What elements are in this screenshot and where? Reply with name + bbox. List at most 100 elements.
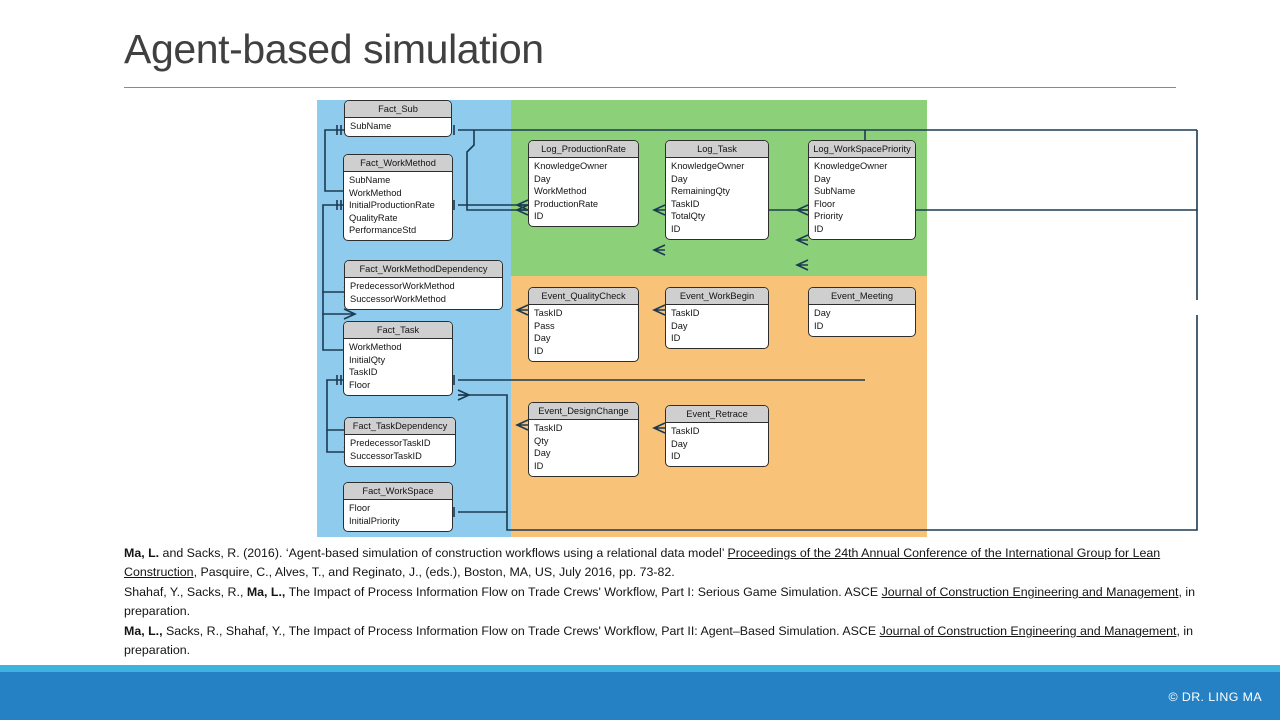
entity-field: Qty [534,435,549,446]
entity-field: Day [534,173,551,184]
entity-title-log_productionrate: Log_ProductionRate [529,141,638,159]
entity-field: InitialProductionRate [349,200,435,211]
entity-title-event_workbegin: Event_WorkBegin [666,288,768,306]
reference-text: Ma, L., [124,623,163,638]
reference-ref-3: Ma, L., Sacks, R., Shahaf, Y., The Impac… [124,622,1236,661]
entity-title-fact_workspace: Fact_WorkSpace [344,483,452,501]
entity-field: Day [671,320,688,331]
entity-field: Pass [534,320,555,331]
entity-field: Floor [349,379,371,390]
reference-text: , in preparation. [124,623,1193,658]
entity-field: Priority [814,211,843,222]
entity-field: KnowledgeOwner [814,161,888,172]
reference-journal-link[interactable]: Proceedings of the 24th Annual Conferenc… [124,546,1161,580]
entity-field: Day [814,173,831,184]
reference-journal-link[interactable]: Journal of Construction Engineering and … [881,584,1179,599]
entity-field: PerformanceStd [349,225,417,236]
entity-field: WorkMethod [349,342,402,353]
entity-field: PredecessorTaskID [350,438,431,449]
reference-journal-link[interactable]: Journal of Construction Engineering and … [879,623,1177,638]
reference-text: Ma, L., [246,584,286,599]
entity-field: SuccessorWorkMethod [350,293,446,304]
reference-text: The Impact of Process Information Flow o… [285,584,882,599]
entity-field: WorkMethod [349,187,402,198]
reference-text: , in preparation. [124,584,1195,619]
footer-credit: © DR. LING MA [1168,690,1262,704]
entity-field: ID [671,451,681,462]
entity-field: Day [534,333,551,344]
entity-title-log_task: Log_Task [666,141,768,159]
entity-field: RemainingQty [671,186,730,197]
entity-title-event_retrace: Event_Retrace [666,406,768,424]
references-block: Ma, L. and Sacks, R. (2016). ‘Agent-base… [124,544,1236,661]
entity-field: WorkMethod [534,186,587,197]
entity-field: SuccessorTaskID [350,450,422,461]
entity-field: ProductionRate [534,198,599,209]
entity-field: ID [671,223,681,234]
entity-title-fact_task: Fact_Task [344,322,452,340]
entity-field: TaskID [671,308,700,319]
entity-title-log_workspacepriority: Log_WorkSpacePriority [809,141,915,159]
entity-field: KnowledgeOwner [534,161,608,172]
entity-field: SubName [814,186,856,197]
reference-text: and Sacks, R. (2016). ‘Agent-based simul… [159,546,728,560]
reference-text: , Pasquire, C., Alves, T., and Reginato,… [193,565,675,580]
entity-field: ID [534,460,544,471]
page-title: Agent-based simulation [124,26,544,72]
entity-field: TaskID [671,198,700,209]
reference-text: Sacks, R., Shahaf, Y., The Impact of Pro… [162,623,880,638]
entity-field: SubName [349,175,391,186]
entity-field: KnowledgeOwner [671,161,745,172]
reference-text: Shahaf, Y., Sacks, R., [124,584,247,599]
entity-field: InitialPriority [349,515,400,526]
entity-field: PredecessorWorkMethod [350,281,455,292]
entity-field: InitialQty [349,354,386,365]
entity-field: ID [814,223,824,234]
entity-field: TotalQty [671,211,706,222]
entity-title-fact_taskdependency: Fact_TaskDependency [345,418,455,436]
entity-field: Floor [349,503,371,514]
entity-field: Day [534,448,551,459]
entity-field: Day [814,308,831,319]
reference-ref-2: Shahaf, Y., Sacks, R., Ma, L., The Impac… [124,583,1236,622]
footer-accent-stripe [0,665,1280,672]
entity-fields-fact_sub: SubName [345,118,451,136]
entity-field: QualityRate [349,212,398,223]
footer-bar [0,672,1280,720]
entity-field: ID [534,345,544,356]
reference-text: Ma, L. [124,546,160,560]
entity-field: Day [671,438,688,449]
entity-title-event_qualitycheck: Event_QualityCheck [529,288,638,306]
entity-field: Day [671,173,688,184]
entity-title-fact_workmethoddependency: Fact_WorkMethodDependency [345,261,502,279]
entity-title-fact_workmethod: Fact_WorkMethod [344,155,452,173]
entity-field: TaskID [671,426,700,437]
entity-field: SubName [350,121,392,132]
title-divider [124,87,1176,88]
